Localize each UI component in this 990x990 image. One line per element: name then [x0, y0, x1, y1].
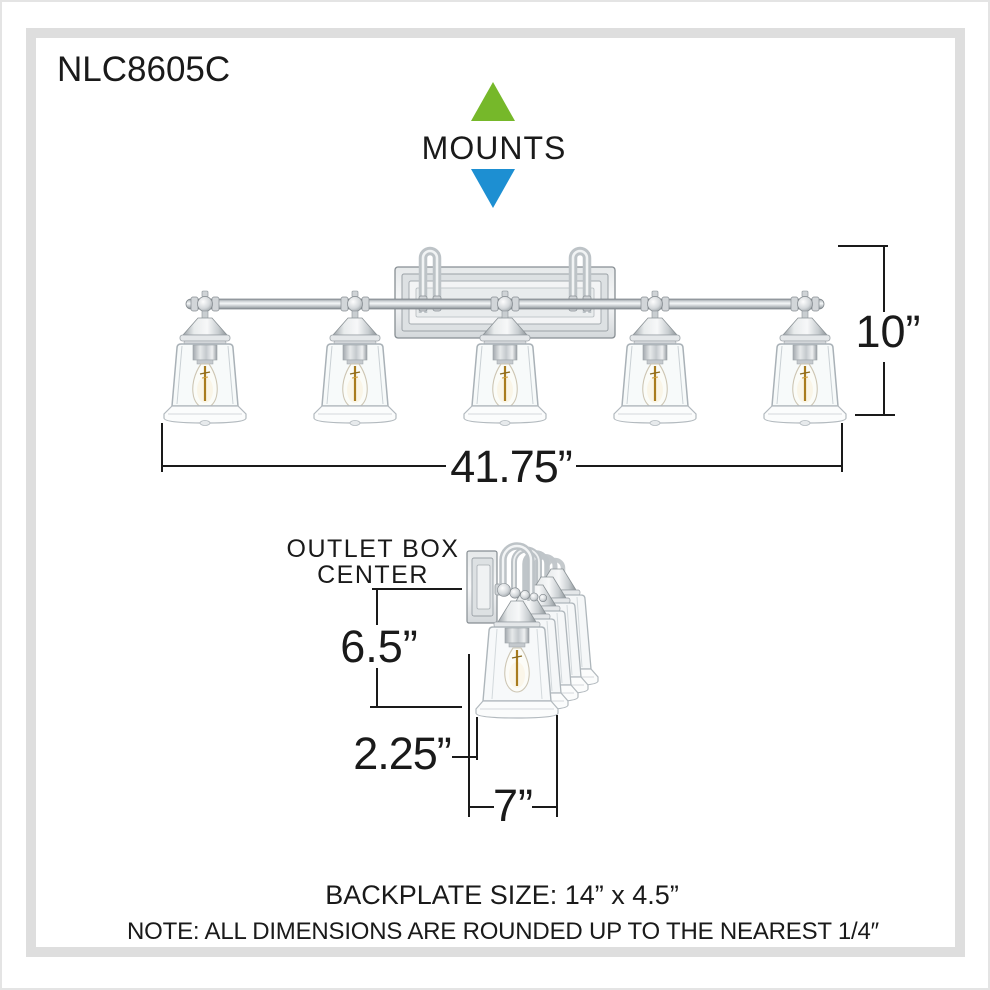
- mounts-label: MOUNTS: [422, 130, 567, 166]
- svg-text:CENTER: CENTER: [317, 561, 429, 589]
- wall-offset-label: 2.25”: [353, 728, 451, 779]
- height-dim-label: 10”: [855, 306, 920, 357]
- svg-text:OUTLET BOX: OUTLET BOX: [287, 535, 460, 563]
- side-view-drawing: [466, 542, 599, 719]
- ball-joints: [497, 583, 547, 602]
- outlet-to-bottom-dimension: [370, 588, 462, 708]
- wall-offset-dimension: [452, 654, 478, 817]
- extension-dimension: [469, 715, 558, 817]
- rear-arm-hooks: [511, 546, 566, 605]
- light-4: [612, 289, 698, 427]
- light-5: [762, 289, 848, 427]
- mounts-down-arrow-icon: [471, 169, 515, 208]
- front-view-drawing: [162, 251, 848, 427]
- dimensions-note: NOTE: ALL DIMENSIONS ARE ROUNDED UP TO T…: [127, 918, 880, 945]
- outlet-box-label: OUTLET BOX CENTER: [287, 535, 460, 589]
- backplate-size-note: BACKPLATE SIZE: 14” x 4.5”: [325, 880, 679, 910]
- front-arm-hook: [499, 542, 535, 601]
- extension-label: 7”: [493, 780, 533, 831]
- width-dim-label: 41.75”: [450, 441, 572, 492]
- outlet-to-bottom-label: 6.5”: [340, 621, 418, 672]
- model-number: NLC8605C: [57, 50, 230, 89]
- light-2: [312, 289, 398, 427]
- side-backplate: [466, 550, 503, 624]
- height-dimension: [838, 245, 895, 416]
- page-border-frame: [26, 28, 965, 957]
- mounts-up-arrow-icon: [471, 82, 515, 121]
- light-1: [162, 289, 248, 427]
- width-dimension: [161, 423, 843, 472]
- mounts-indicator: MOUNTS: [422, 82, 567, 208]
- front-shade: [475, 600, 559, 719]
